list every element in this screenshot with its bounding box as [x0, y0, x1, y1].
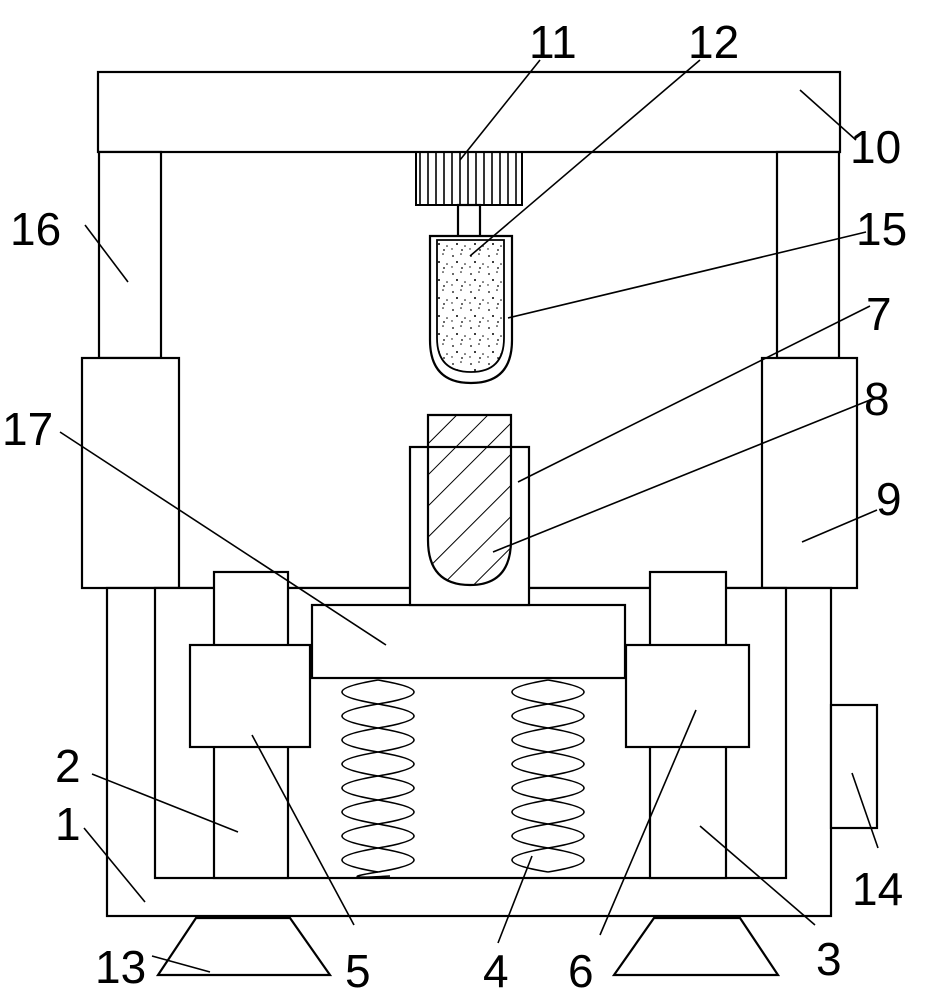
label-4: 4	[483, 945, 509, 997]
label-2: 2	[55, 740, 81, 792]
left-slider	[188, 643, 312, 749]
left-column	[97, 150, 163, 360]
left-cylinder	[80, 356, 181, 590]
label-10: 10	[850, 121, 901, 173]
control-box	[829, 703, 879, 830]
motor	[415, 151, 523, 206]
shaft	[456, 203, 482, 239]
label-5: 5	[345, 945, 371, 997]
label-15: 15	[856, 203, 907, 255]
label-11: 11	[529, 16, 577, 68]
right-cylinder	[760, 356, 859, 590]
hatched-workpiece	[426, 413, 513, 587]
label-6: 6	[568, 945, 594, 997]
label-13: 13	[95, 941, 146, 993]
label-16: 16	[10, 203, 61, 255]
label-3: 3	[816, 933, 842, 985]
right-column	[775, 150, 841, 360]
abrasive-layer	[436, 239, 505, 373]
label-8: 8	[864, 373, 890, 425]
label-1: 1	[55, 798, 81, 850]
left-foot	[155, 916, 333, 977]
label-12: 12	[688, 16, 739, 68]
label-17: 17	[2, 403, 53, 455]
top-beam	[96, 70, 842, 154]
support-platform	[310, 603, 627, 680]
springs	[341, 679, 585, 878]
label-9: 9	[876, 473, 902, 525]
leader-lines	[59, 59, 879, 973]
label-7: 7	[866, 288, 892, 340]
label-14: 14	[852, 863, 903, 915]
right-foot	[611, 916, 781, 977]
